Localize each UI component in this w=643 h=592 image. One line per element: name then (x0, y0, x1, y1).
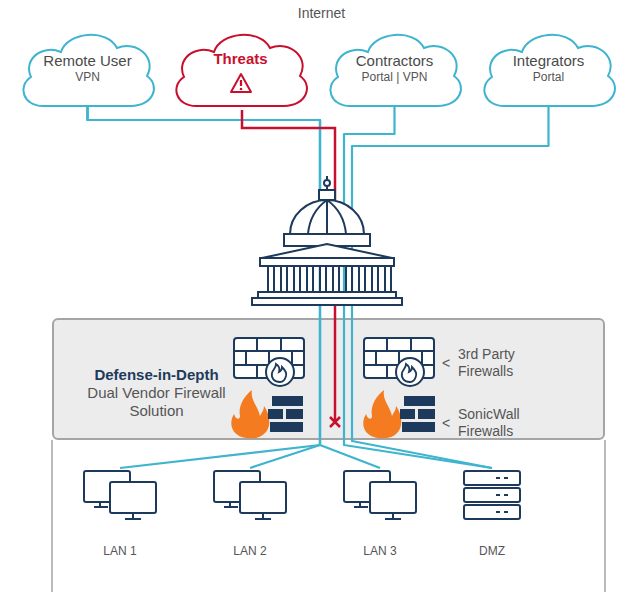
cloud-title: Integrators (476, 52, 621, 70)
cloud-title: Threats (168, 50, 313, 68)
firewall-panel: Defense-in-DepthDual Vendor Firewall Sol… (52, 318, 605, 440)
network-node: LAN 2 (210, 468, 290, 560)
firewall-label: SonicWall Firewalls (458, 406, 553, 440)
cloud-node: ContractorsPortal | VPN (322, 22, 467, 110)
cloud-node: IntegratorsPortal (476, 22, 621, 110)
region-label: Internet (0, 5, 643, 22)
warning-icon (229, 72, 253, 94)
chevron-label: < (442, 355, 454, 372)
server-icon (452, 468, 532, 524)
cloud-text: Threats (168, 50, 313, 94)
cloud-text: ContractorsPortal | VPN (322, 52, 467, 85)
network-label: DMZ (452, 544, 532, 559)
workstation-icon (210, 468, 290, 524)
cloud-text: Remote UserVPN (15, 52, 160, 85)
cloud-title: Contractors (322, 52, 467, 70)
panel-heading: Defense-in-Depth (74, 366, 239, 384)
cloud-title: Remote User (15, 52, 160, 70)
workstation-icon (80, 468, 160, 524)
panel-body: Dual Vendor Firewall Solution (87, 384, 227, 420)
network-link (88, 104, 381, 468)
cloud-subtitle: VPN (15, 70, 160, 85)
workstation-icon (340, 468, 420, 524)
cloud-node: Remote UserVPN (15, 22, 160, 110)
cloud-node: Threats (168, 22, 313, 110)
panel-text: Defense-in-DepthDual Vendor Firewall Sol… (74, 366, 239, 420)
network-node: DMZ (452, 468, 532, 560)
network-node: LAN 1 (80, 468, 160, 560)
cloud-subtitle: Portal | VPN (322, 70, 467, 85)
network-label: LAN 2 (210, 544, 290, 559)
network-link (88, 104, 321, 468)
network-label: LAN 1 (80, 544, 160, 559)
cloud-subtitle: Portal (476, 70, 621, 85)
firewall-label: 3rd Party Firewalls (458, 346, 553, 380)
cloud-text: IntegratorsPortal (476, 52, 621, 85)
network-node: LAN 3 (340, 468, 420, 560)
network-link (88, 104, 321, 468)
chevron-label: < (442, 415, 454, 432)
network-label: LAN 3 (340, 544, 420, 559)
